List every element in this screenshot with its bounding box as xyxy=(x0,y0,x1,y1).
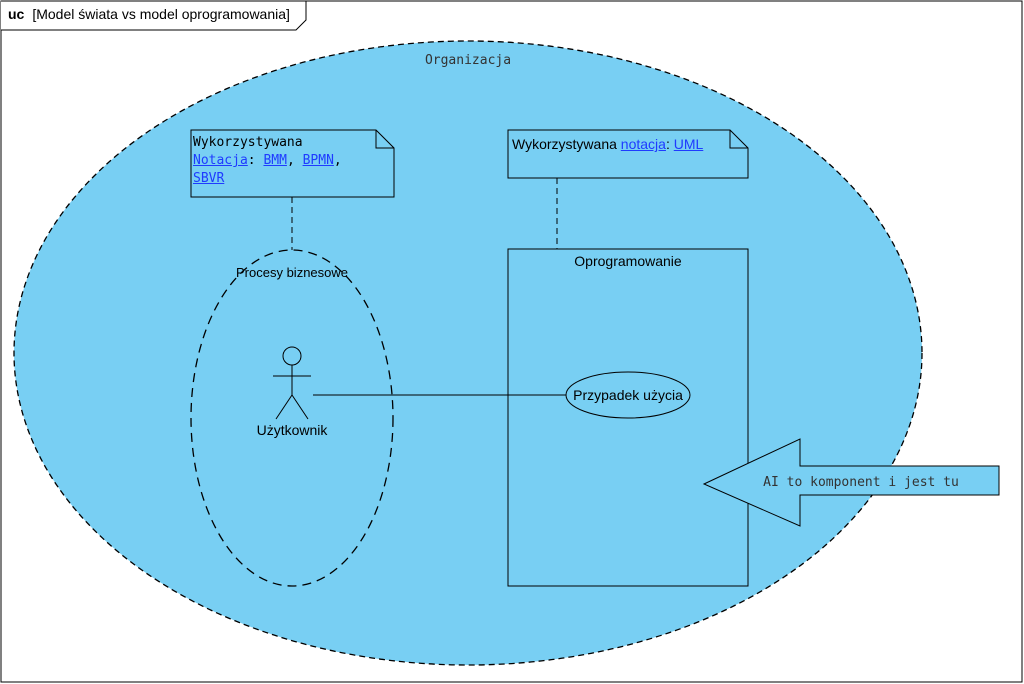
bmm-link[interactable]: BMM xyxy=(263,153,287,168)
callout-text: AI to komponent i jest tu xyxy=(763,475,959,490)
organization-boundary[interactable] xyxy=(13,40,923,666)
actor-figure[interactable] xyxy=(273,346,311,420)
bpmn-link[interactable]: BPMN xyxy=(302,153,334,168)
software-note-fold xyxy=(729,130,748,149)
business-process-boundary[interactable] xyxy=(190,249,394,587)
use-case-ellipse[interactable] xyxy=(565,371,691,419)
actor-left-leg xyxy=(275,394,293,420)
business-note-fold xyxy=(375,130,394,149)
software-note-separator: : xyxy=(665,136,674,152)
software-notation-link[interactable]: notacja xyxy=(620,136,666,152)
frame-title-text: [Model świata vs model oprogramowania] xyxy=(32,6,290,22)
software-system-label: Oprogramowanie xyxy=(574,253,682,269)
actor-head xyxy=(282,346,302,366)
software-note-box[interactable] xyxy=(507,129,749,179)
business-note-prefix: Wykorzystywana xyxy=(193,135,303,150)
software-note-prefix: Wykorzystywana xyxy=(512,136,621,152)
uml-link[interactable]: UML xyxy=(673,136,704,152)
sbvr-link[interactable]: SBVR xyxy=(193,171,225,186)
business-notation-link[interactable]: Notacja xyxy=(193,153,248,168)
callout-arrow[interactable] xyxy=(702,438,1000,527)
use-case-label: Przypadek użycia xyxy=(573,387,683,403)
actor-right-leg xyxy=(291,394,309,420)
frame-tab-shape xyxy=(1,0,307,31)
actor-label: Użytkownik xyxy=(257,422,329,438)
business-note-box[interactable] xyxy=(190,129,395,198)
business-note-separator: : xyxy=(247,153,264,168)
business-note-line3: SBVR xyxy=(193,170,383,188)
business-note-text: Wykorzystywana Notacja: BMM, BPMN, SBVR xyxy=(193,134,383,188)
frame-keyword: uc xyxy=(8,6,25,22)
software-note-text: Wykorzystywana notacja: UML xyxy=(512,135,732,153)
business-note-line2: Notacja: BMM, BPMN, xyxy=(193,153,342,168)
organization-label: Organizacja xyxy=(425,53,511,68)
business-process-label: Procesy biznesowe xyxy=(236,265,348,280)
frame-title: uc [Model świata vs model oprogramowania] xyxy=(8,6,290,22)
